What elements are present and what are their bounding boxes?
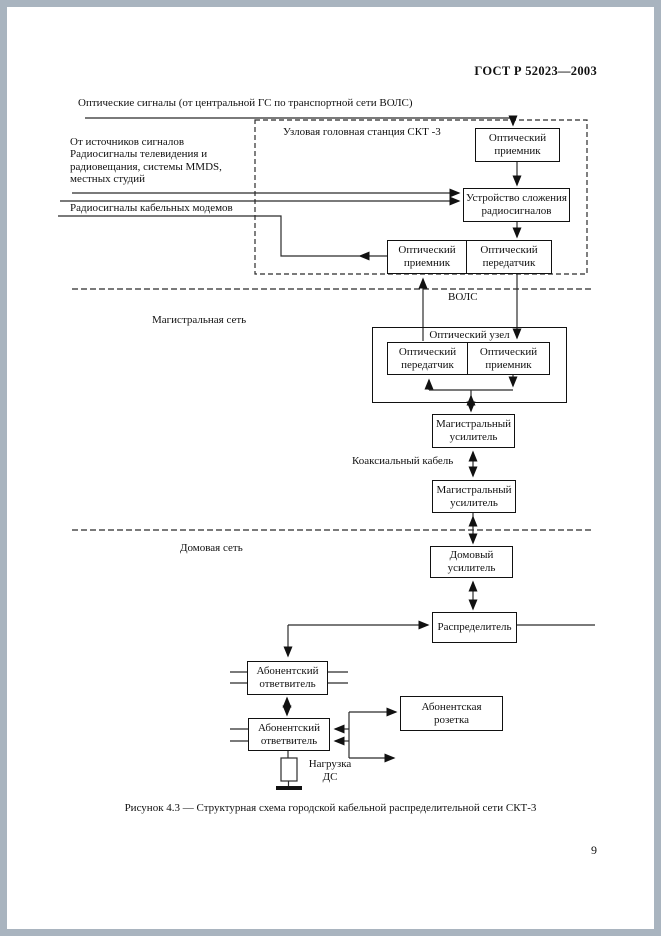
standard-number-header: ГОСТ Р 52023—2003 [474,64,597,78]
headend-dashed-frame [254,119,588,275]
house-network-label: Домовая сеть [180,542,243,554]
rf-sources-line1: От источников сигналов [70,136,185,148]
load-resistor-symbol [280,757,298,782]
block-node-optical-transmitter: Оптический передатчик [387,342,468,375]
block-house-amplifier: Домовый усилитель [430,546,513,578]
ground-bar-symbol [276,786,302,790]
block-headend-optical-transmitter: Оптический передатчик [466,240,552,274]
figure-caption: Рисунок 4.3 — Структурная схема городско… [124,802,537,814]
load-label-line1: Нагрузка [308,758,352,770]
cable-modems-label: Радиосигналы кабельных модемов [70,202,233,214]
rf-sources-line2: Радиосигналы телевидения и [70,148,208,161]
block-subscriber-socket: Абонентская розетка [400,696,503,731]
coax-cable-label: Коаксиальный кабель [352,455,454,467]
block-optical-node-frame [372,327,567,403]
load-label-line2: ДС [322,770,338,783]
rf-sources-line3: радиовещания, системы MMDS, [70,160,222,173]
rf-sources-line4: местных студий [70,173,146,186]
block-distributor: Распределитель [432,612,517,643]
block-subscriber-tap-2: Абонентский ответвитель [248,718,330,751]
page-number: 9 [591,843,597,857]
rf-sources-label: От источников сигналов Радиосигналы теле… [70,136,222,186]
block-trunk-amplifier-1: Магистральный усилитель [432,414,515,448]
wire-optical-input [85,115,518,127]
block-node-optical-receiver: Оптический приемник [467,342,550,375]
block-trunk-amplifier-2: Магистральный усилитель [432,480,516,513]
headend-station-label: Узловая головная станция СКТ -3 [283,126,441,138]
load-label: Нагрузка ДС [303,758,357,783]
optical-node-label: Оптический узел [429,329,510,341]
block-headend-optical-receiver: Оптический приемник [475,128,560,162]
vols-label: ВОЛС [448,291,478,303]
block-headend-return-receiver: Оптический приемник [387,240,467,274]
block-subscriber-tap-1: Абонентский ответвитель [247,661,328,695]
wire-reverse-return [58,215,360,257]
trunk-network-label: Магистральная сеть [152,314,247,326]
block-rf-combiner: Устройство сложения радиосигналов [463,188,570,222]
optical-signals-label: Оптические сигналы (от центральной ГС по… [78,97,413,109]
